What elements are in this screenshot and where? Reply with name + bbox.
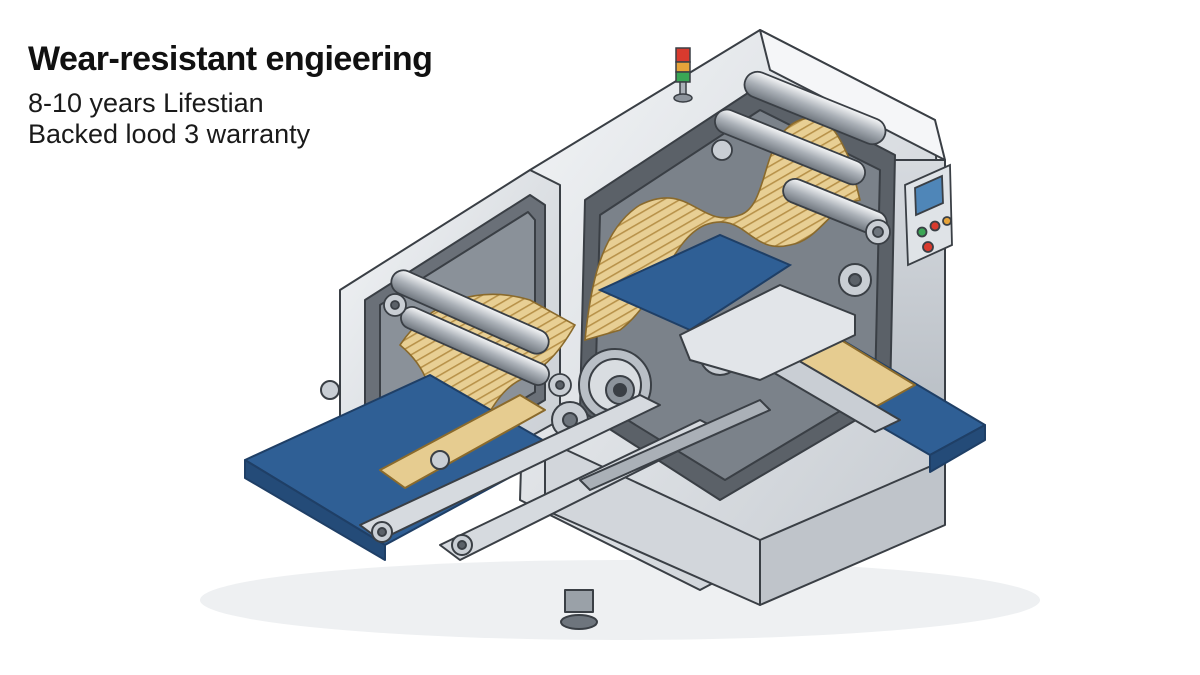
control-panel-icon <box>904 163 953 267</box>
lifespan-line: 8-10 years Lifestian <box>28 88 264 118</box>
roller-icon <box>711 70 891 245</box>
front-rollers <box>383 269 572 397</box>
side-plate <box>679 263 872 381</box>
floor-shadow <box>200 560 1040 640</box>
warranty-line: Backed lood 3 warranty <box>28 119 311 149</box>
signal-tower-icon <box>673 47 693 103</box>
input-conveyor <box>244 374 561 561</box>
frame-rails <box>320 380 771 561</box>
headline: Wear-resistant engieering <box>28 40 433 78</box>
conveyor-belt-icon <box>597 233 793 332</box>
